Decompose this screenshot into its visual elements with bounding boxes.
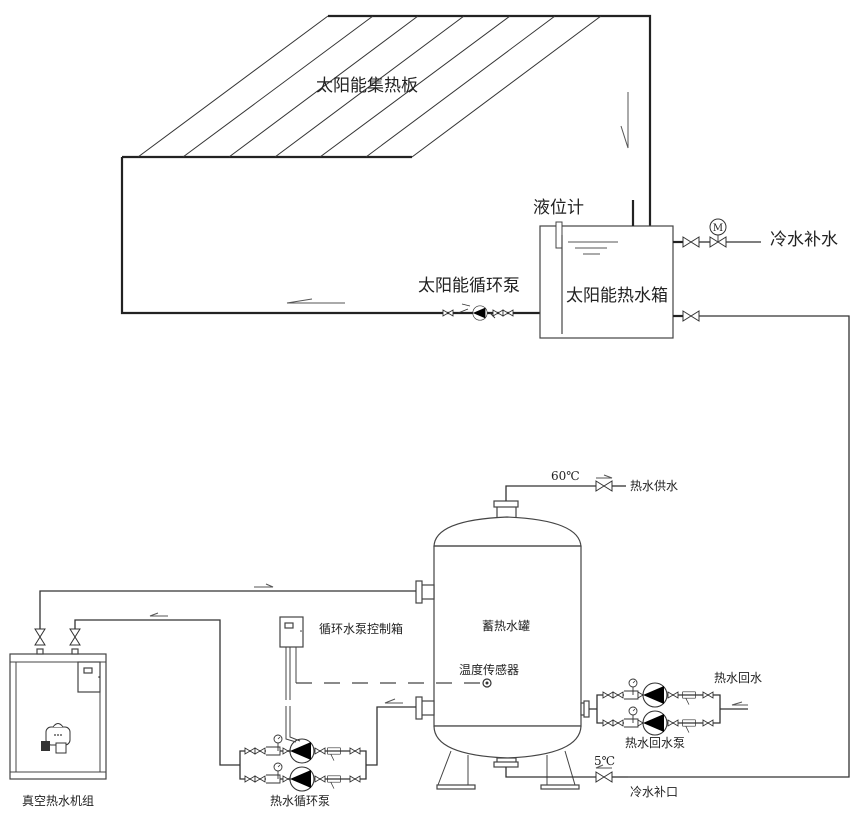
solar-hot-water-tank (539, 200, 674, 339)
pumps-to-unit-pipe (74, 619, 240, 766)
pump-control-box (279, 616, 486, 743)
flow-arrow-left (286, 298, 345, 304)
storage-tank-label: 蓄热水罐 (482, 619, 531, 633)
hot-water-supply-label: 热水供水 (630, 479, 679, 493)
hot-water-return-label: 热水回水 (714, 671, 763, 685)
solar-collector (120, 14, 652, 315)
unit-to-tank-pipe (39, 590, 416, 629)
makeup-temperature-label: 5℃ (594, 754, 616, 768)
solar-hot-water-tank-label: 太阳能热水箱 (566, 286, 668, 306)
solar-collector-label: 太阳能集热板 (316, 76, 418, 96)
cold-water-inlet-line (505, 764, 628, 783)
tank-outlet-line (628, 310, 850, 778)
vacuum-hot-water-unit-label: 真空热水机组 (22, 794, 95, 808)
cold-water-makeup-label: 冷水补水 (770, 230, 838, 250)
flow-arrow-down (620, 92, 629, 149)
vacuum-hot-water-unit (9, 628, 107, 780)
temperature-sensor-label: 温度传感器 (459, 663, 520, 677)
hot-water-return-pump-set (589, 678, 748, 736)
storage-tank (415, 500, 590, 790)
cold-water-inlet-label: 冷水补口 (630, 785, 679, 799)
burner-icon (41, 723, 71, 754)
hot-water-return-pump-label: 热水回水泵 (625, 736, 686, 750)
cold-water-makeup-line: M (673, 218, 761, 248)
solar-circulation-pump-label: 太阳能循环泵 (418, 276, 520, 296)
supply-temperature-label: 60℃ (551, 469, 580, 483)
hot-water-circulation-pump-label: 热水循环泵 (270, 794, 331, 808)
hot-water-circulation-pump-set (239, 734, 367, 792)
hot-water-supply-line (505, 474, 626, 501)
collector-top-edge (328, 14, 652, 228)
tank-to-pumps-pipe (366, 706, 416, 766)
motor-valve-label: M (713, 223, 723, 234)
pump-control-box-label: 循环水泵控制箱 (319, 622, 404, 636)
level-gauge-label: 液位计 (533, 198, 584, 218)
solar-circulation-pump (442, 303, 514, 321)
collector-hatch (137, 15, 602, 158)
